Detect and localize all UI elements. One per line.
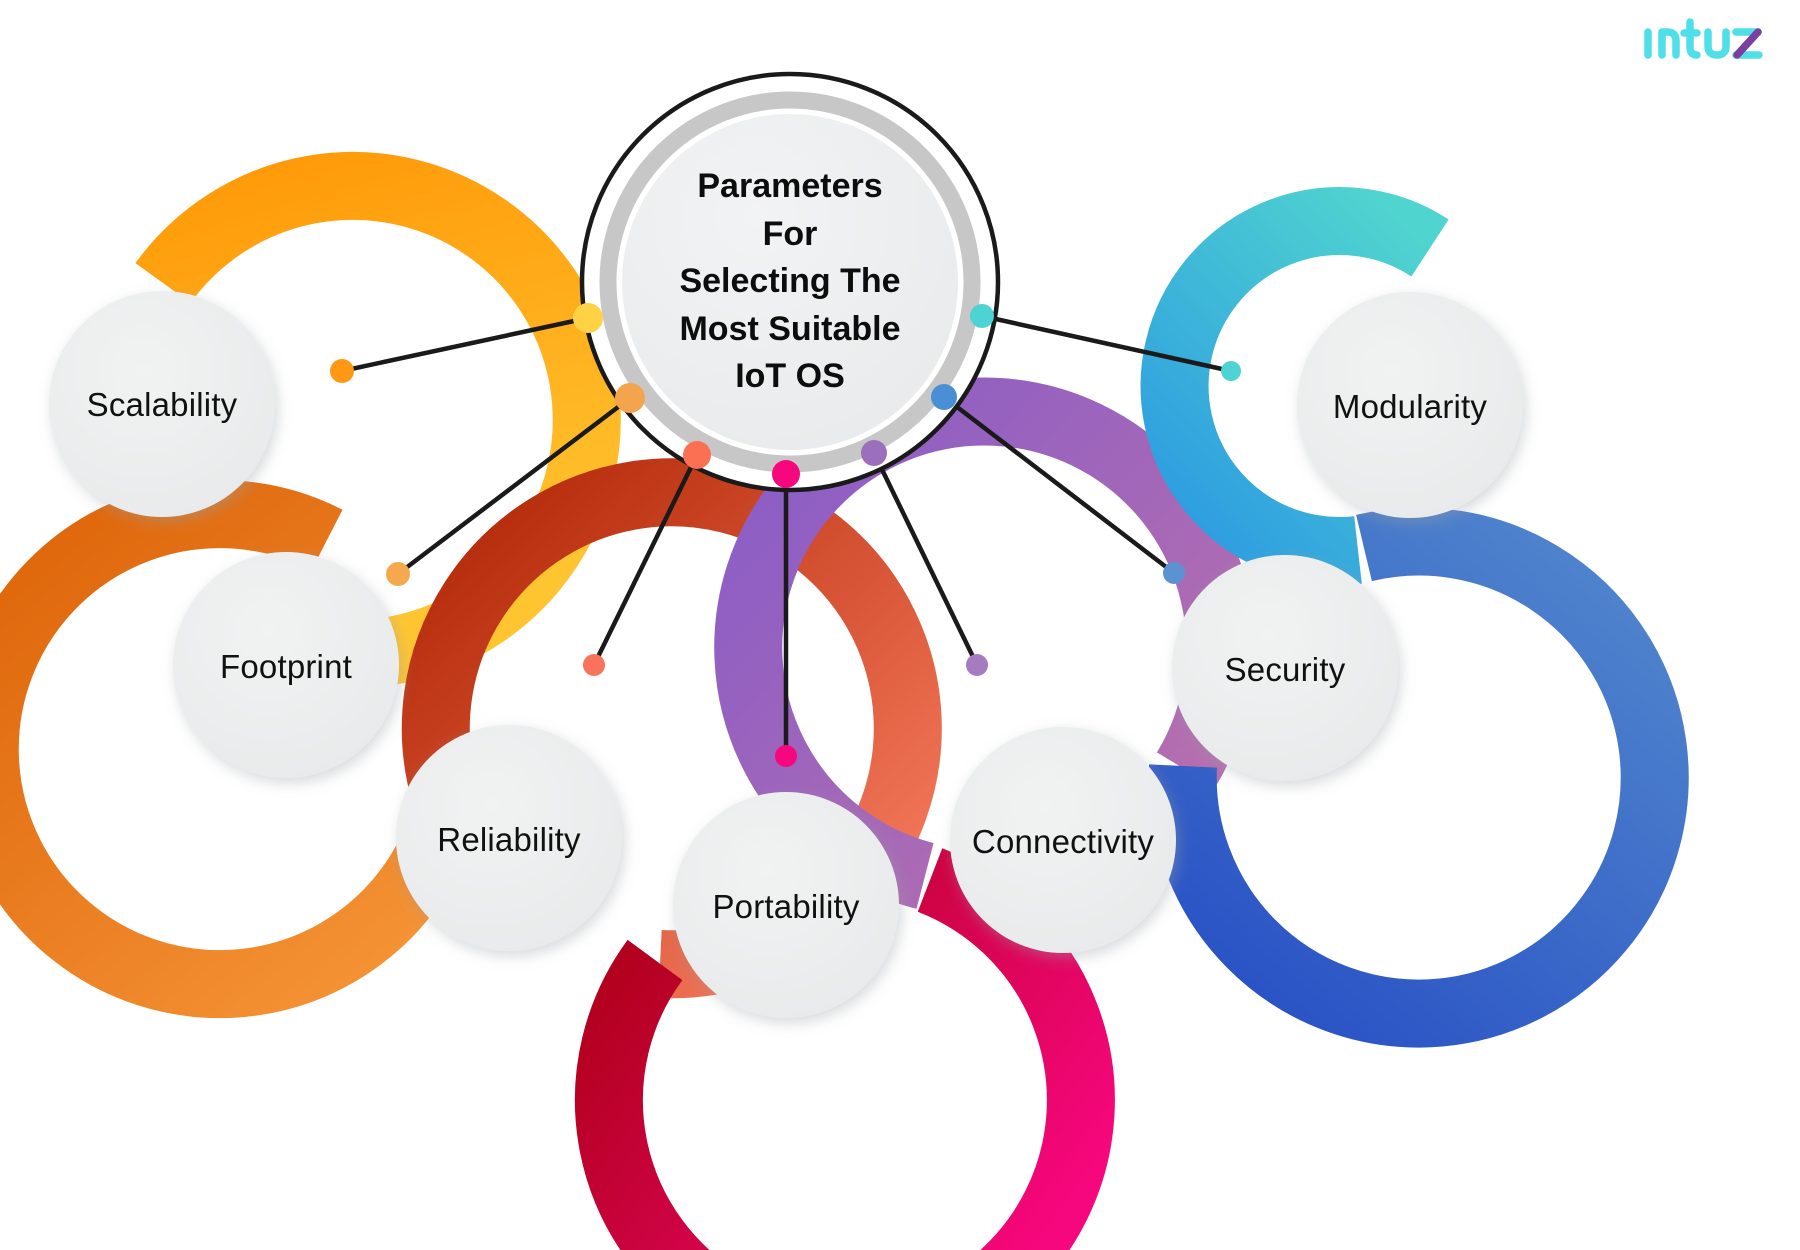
connector-footprint [395, 395, 633, 577]
ribbon-footprint [0, 480, 486, 1019]
node-dot-reliability[interactable] [583, 654, 605, 676]
hub-dot-connectivity[interactable] [861, 440, 887, 466]
hub-dot-modularity[interactable] [970, 304, 994, 328]
node-dot-modularity[interactable] [1221, 361, 1241, 381]
node-dot-footprint[interactable] [386, 562, 410, 586]
node-dot-scalability[interactable] [330, 359, 354, 383]
bubble-footprint[interactable] [173, 552, 399, 778]
bubble-security[interactable] [1172, 555, 1398, 781]
hub-dot-footprint[interactable] [615, 383, 645, 413]
hub-dot-portability[interactable] [772, 460, 800, 488]
bubble-modularity[interactable] [1297, 292, 1523, 518]
node-dot-security[interactable] [1163, 562, 1185, 584]
ribbon-modularity [1140, 187, 1449, 586]
connector-connectivity [871, 450, 980, 668]
ribbon-security [1148, 507, 1689, 1048]
hub-dot-reliability[interactable] [683, 441, 711, 469]
connector-scalability [339, 315, 591, 374]
connector-modularity [979, 313, 1234, 374]
hub-dot-scalability[interactable] [573, 303, 603, 333]
connector-security [941, 394, 1177, 576]
ribbon-portability [574, 848, 1115, 1250]
connector-reliability [591, 452, 700, 668]
hub-dot-security[interactable] [931, 384, 957, 410]
node-dot-connectivity[interactable] [966, 654, 988, 676]
hub-circle[interactable] [579, 71, 1001, 493]
node-dot-portability[interactable] [775, 745, 797, 767]
intuz-logo-mark [1644, 18, 1763, 59]
bubble-connectivity[interactable] [950, 727, 1176, 953]
intuz-logo[interactable] [1642, 12, 1766, 66]
bubble-portability[interactable] [673, 792, 899, 1018]
bubble-scalability[interactable] [49, 291, 275, 517]
bubble-reliability[interactable] [396, 725, 622, 951]
